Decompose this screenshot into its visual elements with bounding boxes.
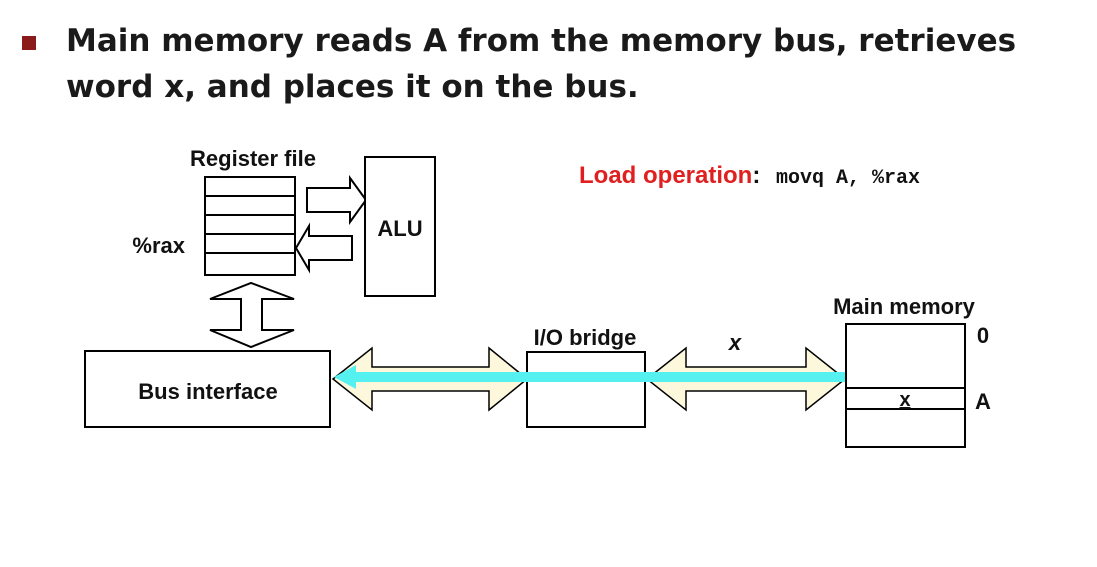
alu-box — [364, 156, 436, 297]
alu-to-reg-arrow — [294, 222, 353, 274]
address-a-label: A — [975, 389, 991, 414]
register-file-label: Register file — [190, 146, 316, 171]
memory-word-value: x — [899, 389, 910, 411]
bullet-marker — [22, 36, 36, 50]
reg-bus-double-arrow — [209, 281, 295, 349]
alu-label: ALU — [377, 216, 422, 241]
bus-interface-label: Bus interface — [138, 379, 277, 404]
register-file — [204, 176, 296, 276]
register-row — [204, 233, 296, 254]
load-operation-code: movq A, %rax — [776, 167, 920, 190]
data-flow-arrow — [334, 365, 846, 389]
io-bridge-label: I/O bridge — [534, 325, 637, 350]
load-operation-label: Load operation — [579, 162, 752, 189]
register-row-rax — [204, 252, 296, 276]
main-memory-box — [845, 323, 966, 448]
register-row — [204, 214, 296, 235]
memory-word-cell — [845, 387, 966, 410]
io-bridge-box — [526, 351, 646, 428]
rax-label: %rax — [132, 233, 185, 258]
slide-title: Main memory reads A from the memory bus,… — [66, 23, 1017, 105]
register-row — [204, 195, 296, 216]
address-zero-label: 0 — [977, 323, 989, 348]
register-row — [204, 176, 296, 197]
bus-interface-box — [84, 350, 331, 428]
reg-to-alu-arrow — [306, 174, 368, 226]
main-memory-label: Main memory — [833, 294, 976, 319]
load-operation-colon: : — [752, 162, 760, 189]
load-operation: Load operation: movq A, %rax — [579, 161, 920, 190]
bus-value-label: x — [728, 330, 742, 355]
